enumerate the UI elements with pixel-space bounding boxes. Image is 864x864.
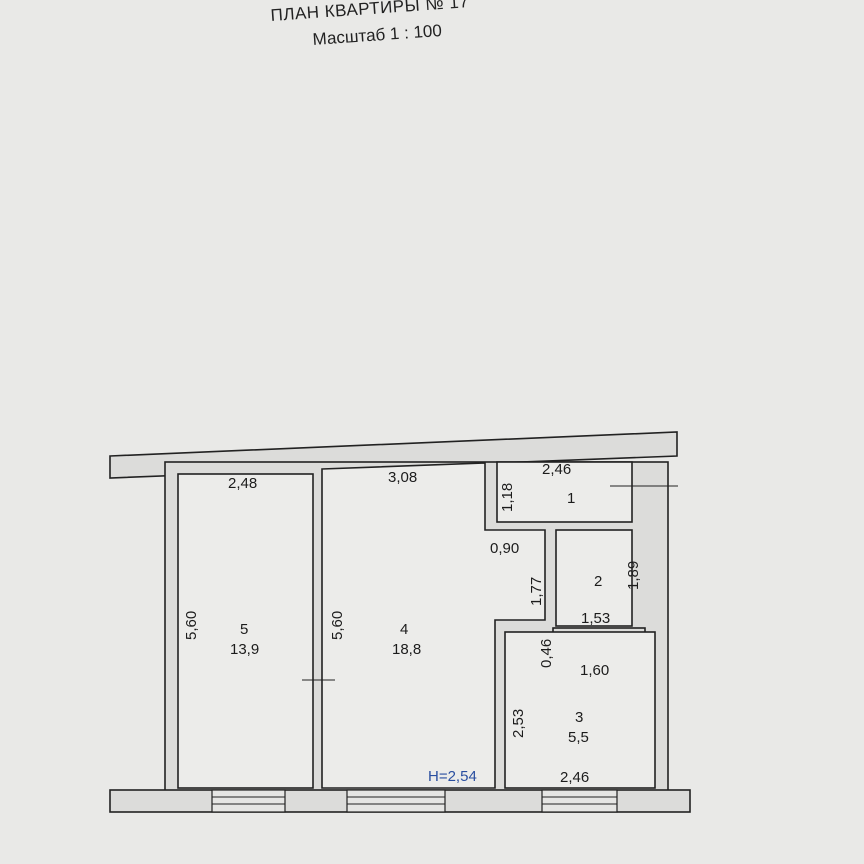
room3-area: 5,5 xyxy=(568,729,589,746)
dim-room2-width: 1,53 xyxy=(581,610,610,627)
dim-corridor-length: 1,77 xyxy=(528,577,545,606)
room2-number: 2 xyxy=(594,573,602,590)
dim-room4-width: 3,08 xyxy=(388,469,417,486)
room-2 xyxy=(555,529,633,627)
window-room-3 xyxy=(541,789,618,813)
room4-number: 4 xyxy=(400,621,408,638)
room-1 xyxy=(496,461,633,523)
room3-number: 3 xyxy=(575,709,583,726)
dim-corridor-width: 0,90 xyxy=(490,540,519,557)
dim-room3-length: 2,53 xyxy=(510,709,527,738)
ceiling-height: H=2,54 xyxy=(428,768,477,785)
dim-room1-depth: 1,18 xyxy=(499,483,516,512)
dim-room5-length: 5,60 xyxy=(183,611,200,640)
dim-room1-width: 2,46 xyxy=(542,461,571,478)
room-4 xyxy=(321,462,546,789)
window-room-5 xyxy=(211,789,286,813)
room-3 xyxy=(504,631,656,789)
dim-room3-inner-width: 1,60 xyxy=(580,662,609,679)
room5-number: 5 xyxy=(240,621,248,638)
dim-room3-width: 2,46 xyxy=(560,769,589,786)
dim-room5-width: 2,48 xyxy=(228,475,257,492)
dim-room4-length: 5,60 xyxy=(329,611,346,640)
room4-area: 18,8 xyxy=(392,641,421,658)
dim-vent-depth: 0,46 xyxy=(538,639,555,668)
window-room-4 xyxy=(346,789,446,813)
dim-room2-length: 1,89 xyxy=(625,561,642,590)
room5-area: 13,9 xyxy=(230,641,259,658)
room1-number: 1 xyxy=(567,490,575,507)
room-5 xyxy=(177,473,314,789)
